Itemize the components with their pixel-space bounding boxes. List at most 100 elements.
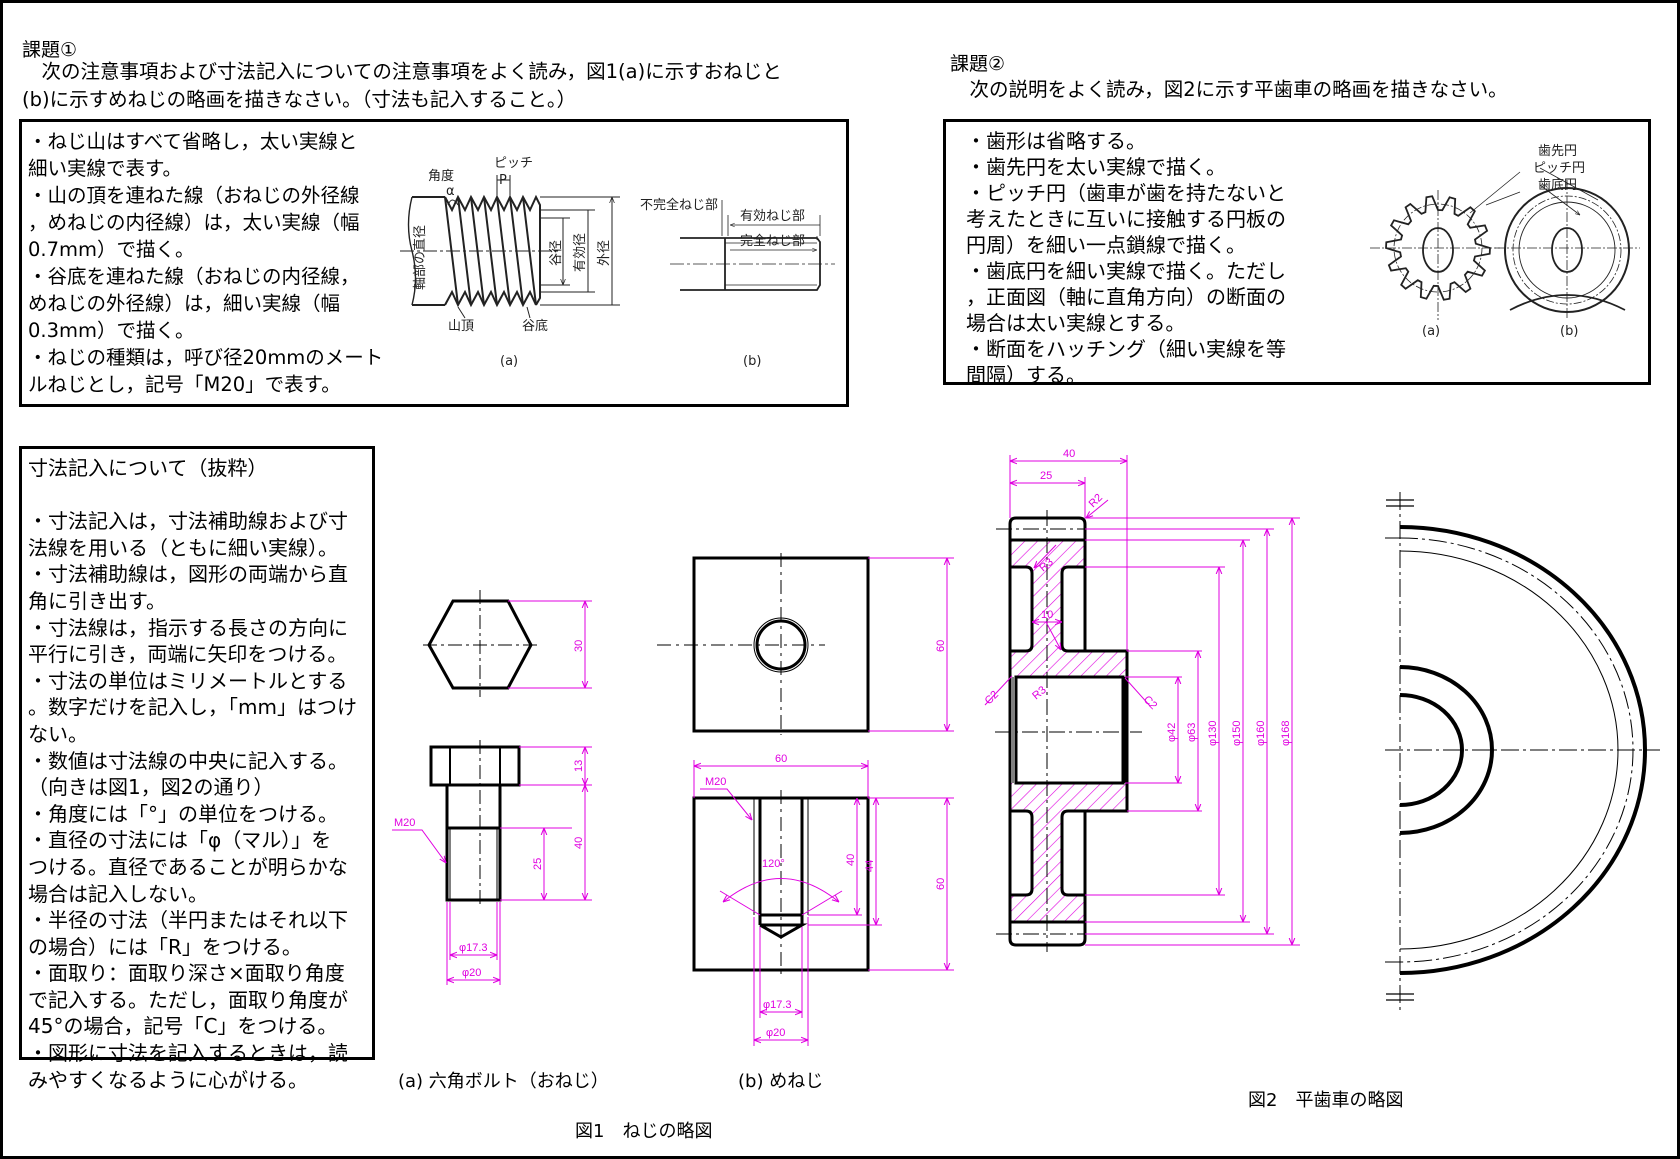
rule-line: の場合）には「R」をつける。 xyxy=(28,934,302,959)
gear-dimensions xyxy=(984,455,1300,946)
task1-heading: 課題① xyxy=(22,39,78,61)
rule-line: ・数値は寸法線の中央に記入する。 xyxy=(28,748,348,773)
bolt-caption: (a) 六角ボルト（おねじ） xyxy=(398,1071,609,1092)
note-line: ・ねじの種類は，呼び径20mmのメート xyxy=(28,346,384,369)
gear-section-view xyxy=(995,510,1142,952)
dim-hex-width: 30 xyxy=(573,640,585,652)
ref-pitch-label: ピッチ xyxy=(494,156,533,171)
dim-fillet-web-bottom: R3 xyxy=(1030,684,1048,702)
note-line: ・断面をハッチング（細い実線を等 xyxy=(966,337,1286,361)
reference-gear-figure xyxy=(1370,167,1640,320)
note-line: ・歯先円を太い実線で描く。 xyxy=(966,155,1226,179)
dim-rim-width: 25 xyxy=(1040,470,1052,482)
ref-root-label: 谷底 xyxy=(522,318,548,334)
task1-intro-line: 次の注意事項および寸法記入についての注意事項をよく読み，図1(a)に示すおねじと xyxy=(22,60,782,83)
task1-notes-box: ・ねじ山はすべて省略し，太い実線と 細い実線で表す。 ・山の頂を連ねた線（おねじ… xyxy=(19,119,849,407)
rule-line: 45°の場合，記号「C」をつける。 xyxy=(28,1014,338,1039)
nut-dimensions xyxy=(693,557,954,1046)
rule-line: ない。 xyxy=(28,721,88,746)
note-line: ・谷底を連ねた線（おねじの内径線， xyxy=(28,265,360,288)
ref-outer-dia-label: 外径 xyxy=(597,240,612,266)
note-line: ，正面図（軸に直角方向）の断面の xyxy=(966,285,1286,309)
dim-addendum-circle-dia: φ168 xyxy=(1280,721,1292,747)
dim-bolt-minor-dia: φ17.3 xyxy=(459,942,488,954)
task2-heading: 課題② xyxy=(950,53,1006,75)
rule-line: 。数字だけを記入し，「mm」はつけ xyxy=(28,695,357,720)
note-line: ・歯形は省略する。 xyxy=(966,129,1146,153)
figure1-caption: 図1 ねじの略図 xyxy=(575,1121,712,1142)
rule-line: ・直径の寸法には「φ（マル）」を xyxy=(28,828,332,853)
dim-nut-top-height: 60 xyxy=(935,640,947,652)
note-line: ・ねじ山はすべて省略し，太い実線と xyxy=(28,130,358,153)
gear-front-half-view xyxy=(1385,492,1660,1010)
dim-thread-depth: 40 xyxy=(845,854,857,866)
dim-nut-width: 60 xyxy=(775,753,787,765)
ref-p-label: P xyxy=(499,173,507,188)
dim-bolt-major-dia: φ20 xyxy=(462,967,481,979)
ref-complete-thread-label: 完全ねじ部 xyxy=(740,233,805,249)
note-line: ，めねじの内径線）は，太い実線（幅 xyxy=(28,211,360,234)
ref-alpha-label: α xyxy=(446,184,455,199)
nut-thread-label: M20 xyxy=(705,776,726,788)
nut-caption: (b) めねじ xyxy=(738,1071,823,1092)
nut-section-view xyxy=(692,790,870,975)
note-line: 場合は太い実線とする。 xyxy=(966,311,1186,335)
dim-shank-length: 40 xyxy=(573,837,585,849)
ref-root-circle-label: 歯底円 xyxy=(1538,177,1577,193)
task2-notes: ・歯形は省略する。 ・歯先円を太い実線で描く。 ・ピッチ円（歯車が歯を持たないと… xyxy=(966,128,1286,388)
rule-line: ・寸法記入は，寸法補助線および寸 xyxy=(28,509,348,534)
nut-top-view xyxy=(657,553,870,735)
note-line: ・歯底円を細い実線で描く。ただし xyxy=(966,259,1286,283)
dim-nut-minor-dia: φ17.3 xyxy=(763,999,792,1011)
note-line: 細い実線で表す。 xyxy=(28,157,183,180)
dim-drill-angle: 120° xyxy=(762,858,785,870)
rule-line: ・図形に寸法を記入するときは，読 xyxy=(28,1041,348,1066)
dim-rim-inner-dia: φ130 xyxy=(1207,721,1219,747)
dim-face-width: 40 xyxy=(1063,448,1075,460)
ref-effective-thread-label: 有効ねじ部 xyxy=(740,209,805,224)
gear-section-hatching xyxy=(1010,540,1127,922)
rule-line: （向きは図1，図2の通り） xyxy=(28,775,274,800)
ref-gear-caption-a: (a) xyxy=(1422,324,1440,339)
note-line: めねじの外径線）は，細い実線（幅 xyxy=(28,292,341,315)
rule-line: ・寸法線は，指示する長さの方向に xyxy=(28,615,348,640)
task1-intro-line: (b)に示すめねじの略画を描きなさい。（寸法も記入すること。） xyxy=(22,88,577,111)
reference-thread-figure-a xyxy=(400,175,620,319)
bolt-front-view xyxy=(429,740,521,905)
note-line: 考えたときに互いに接触する円板の xyxy=(966,207,1286,231)
figure2-caption: 図2 平歯車の略図 xyxy=(1248,1090,1403,1111)
dimension-rules-box: 寸法記入について（抜粋） ・寸法記入は，寸法補助線および寸 法線を用いる（ともに… xyxy=(19,446,375,1092)
rule-line: 場合は記入しない。 xyxy=(28,881,208,906)
rule-line: 角に引き出す。 xyxy=(28,588,166,613)
rule-line: ・半径の寸法（半円またはそれ以下 xyxy=(28,908,348,933)
ref-incomplete-thread-label: 不完全ねじ部 xyxy=(640,197,718,213)
dim-hub-dia: φ63 xyxy=(1186,723,1198,742)
dim-root-circle-dia: φ150 xyxy=(1231,721,1243,747)
ref-root-dia-label: 谷径 xyxy=(549,240,564,266)
note-line: 間隔）する。 xyxy=(966,363,1086,387)
bolt-dimensions xyxy=(392,600,592,985)
note-line: 0.3mm）で描く。 xyxy=(28,319,195,342)
ref-addendum-circle-label: 歯先円 xyxy=(1538,144,1577,159)
ref-pitch-dia-label: 有効径 xyxy=(573,233,588,272)
dim-nut-height: 60 xyxy=(935,878,947,890)
ref-angle-label: 角度 xyxy=(428,168,454,184)
task1-notes: ・ねじ山はすべて省略し，太い実線と 細い実線で表す。 ・山の頂を連ねた線（おねじ… xyxy=(28,128,383,398)
rule-line: 法線を用いる（ともに細い実線）。 xyxy=(28,535,338,560)
rule-line: 平行に引き，両端に矢印をつける。 xyxy=(28,642,348,667)
dim-bore-dia: φ42 xyxy=(1166,723,1178,742)
task2-intro: 次の説明をよく読み，図2に示す平歯車の略画を描きなさい。 xyxy=(950,78,1508,101)
rule-line: ・面取り：面取り深さ×面取り角度 xyxy=(28,961,345,986)
note-line: ルねじとし，記号「M20」で表す。 xyxy=(28,373,341,396)
dim-head-height: 13 xyxy=(573,760,585,772)
rule-line: つける。直径であることが明らかな xyxy=(28,854,348,879)
rule-line: みやすくなるように心がける。 xyxy=(28,1067,308,1092)
ref-shaft-dia-label: 軸部の直径 xyxy=(413,225,428,290)
reference-thread-figure-b xyxy=(670,200,835,291)
rule-line: で記入する。ただし，面取り角度が xyxy=(28,987,348,1012)
note-line: ・山の頂を連ねた線（おねじの外径線 xyxy=(28,184,360,207)
dim-drill-depth: 44 xyxy=(864,860,876,872)
rule-line: ・寸法の単位はミリメートルとする xyxy=(28,668,348,693)
